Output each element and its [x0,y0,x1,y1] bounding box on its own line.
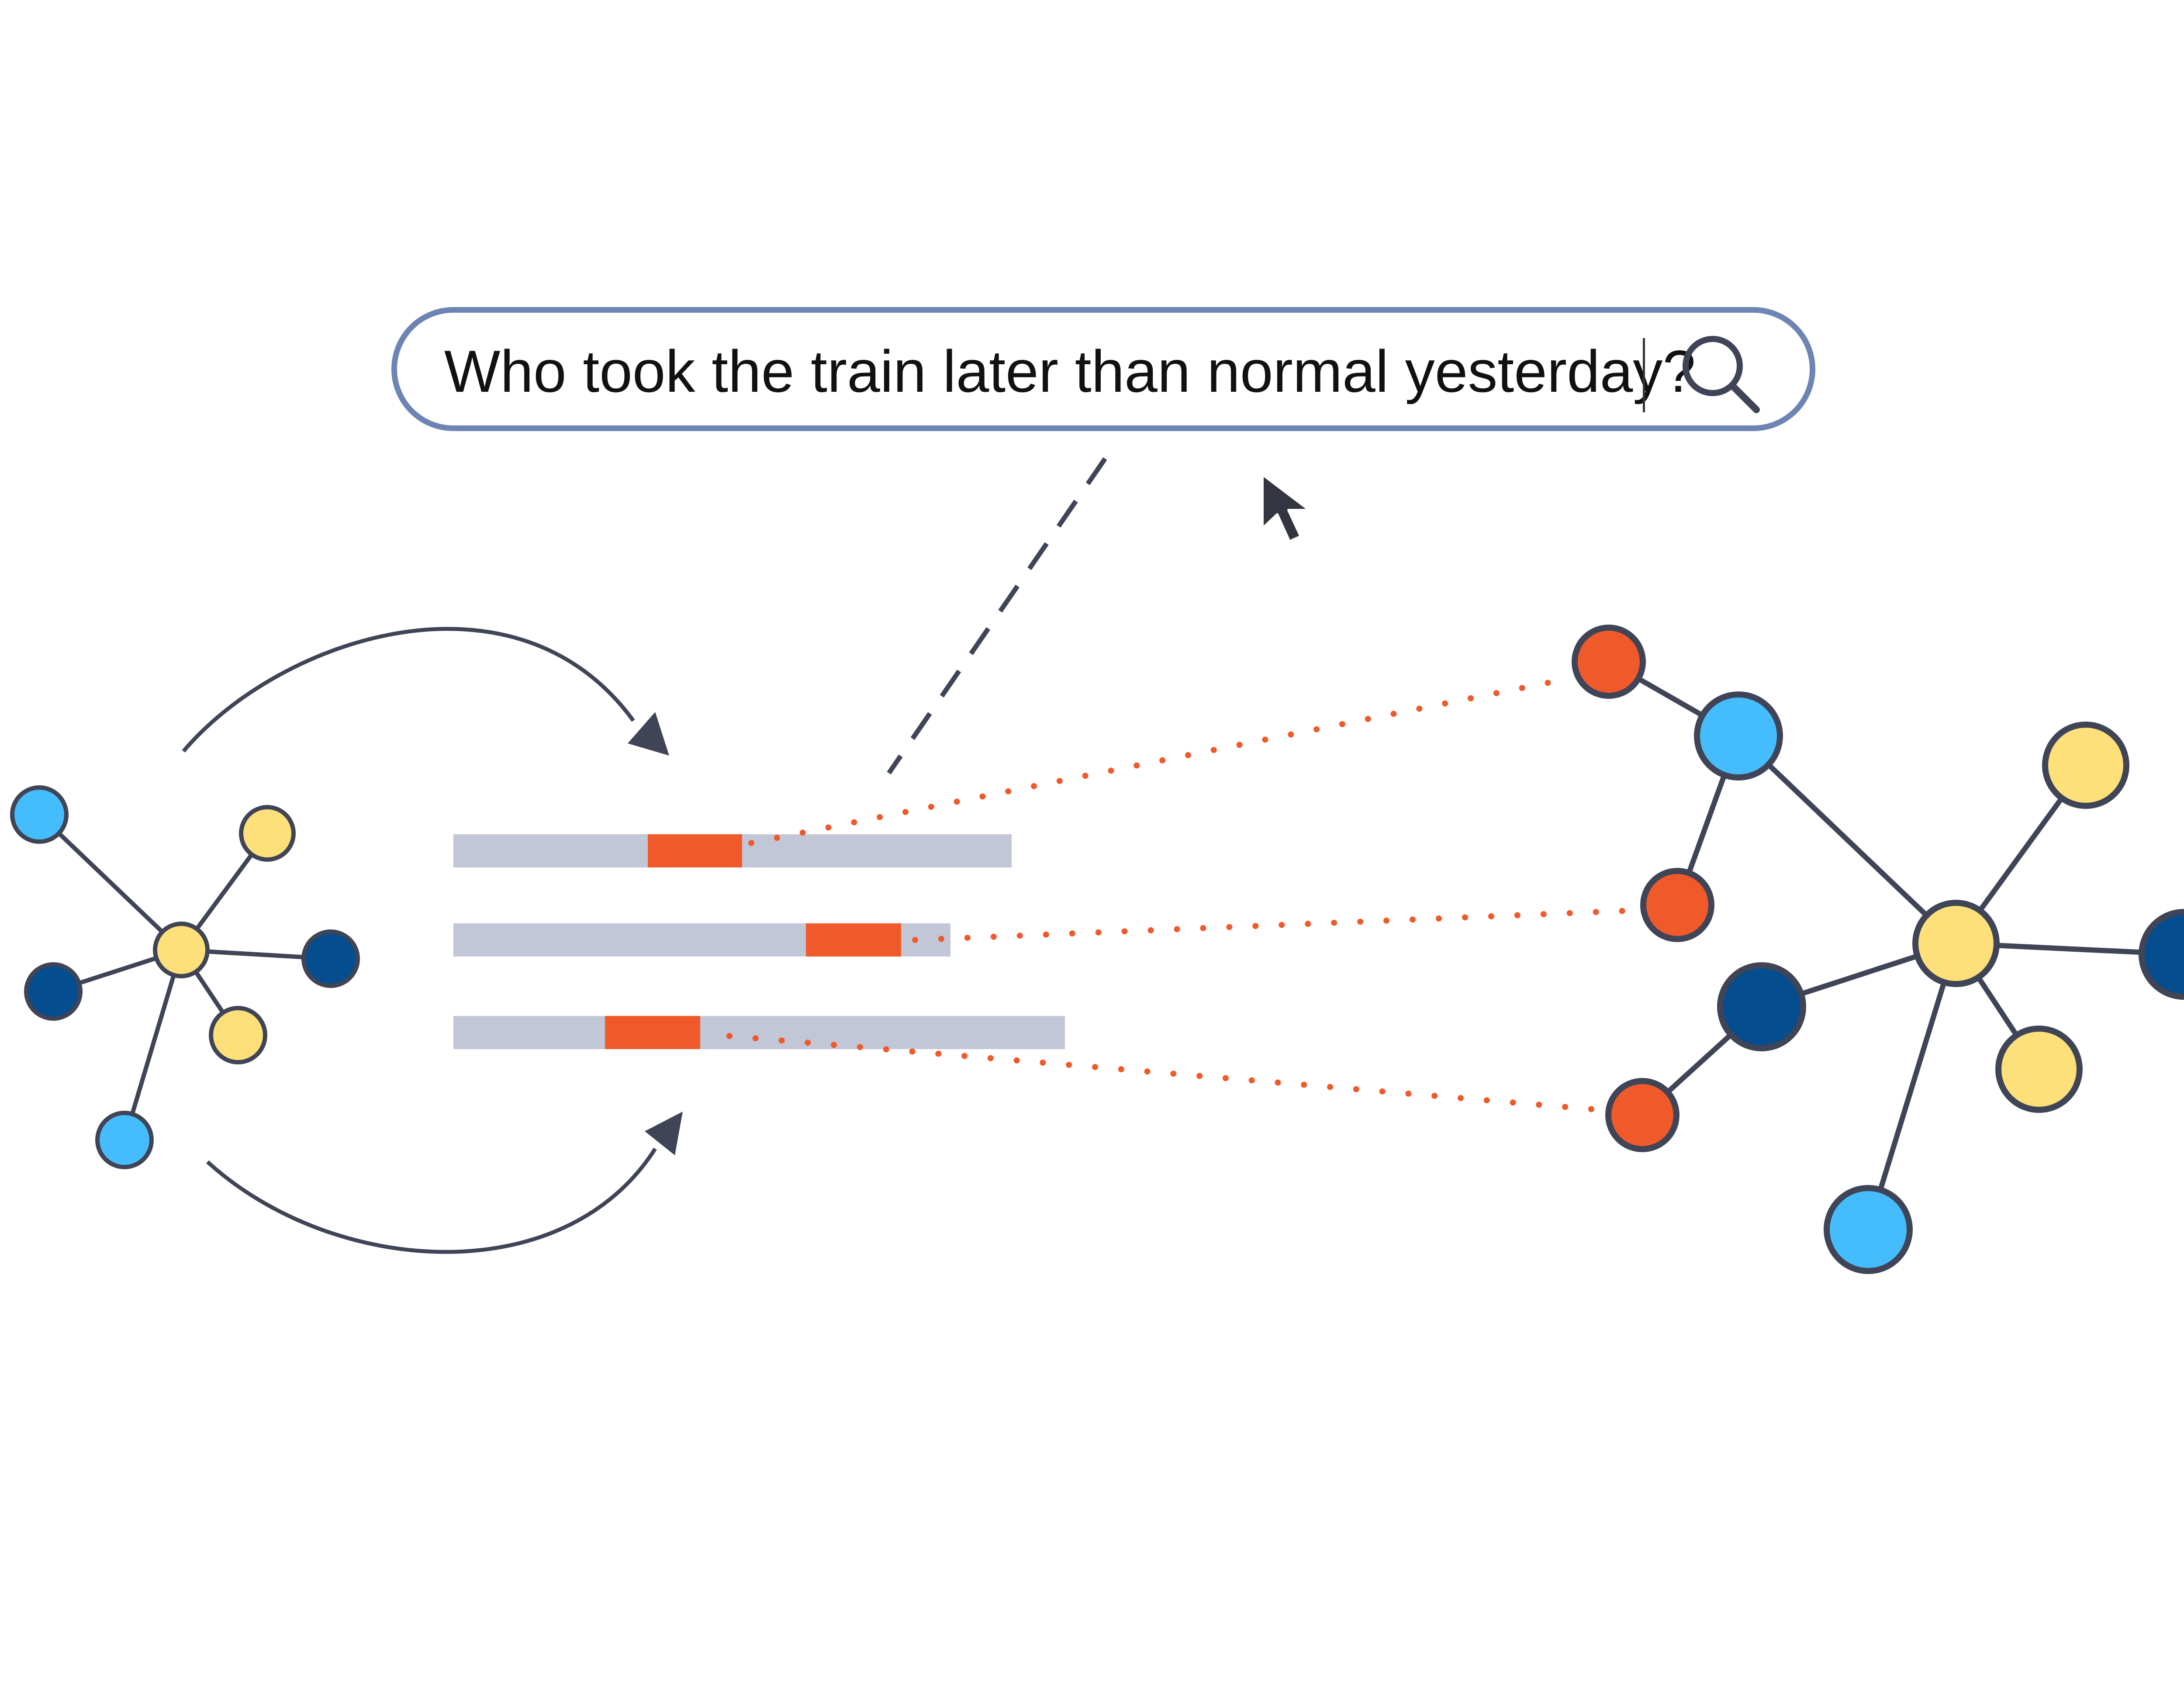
left-network-nodes [10,785,360,1169]
network-node-orange [1640,868,1714,942]
search-bar[interactable]: Who took the train later than normal yes… [391,307,1815,431]
sequence-bar-2-highlight [806,923,901,957]
network-node [2139,909,2184,1000]
sequence-bar-3 [453,1016,1065,1049]
left-network [10,785,360,1169]
network-hub-node [153,922,210,978]
network-hub-node [1912,900,2000,987]
dotted-link-3 [726,1033,1597,1112]
search-input[interactable]: Who took the train later than normal yes… [444,338,1696,404]
right-network [1572,625,2184,1274]
network-node [209,1006,267,1064]
network-node [1824,1185,1913,1274]
network-node [301,929,360,988]
dotted-link-2 [912,908,1632,943]
sequence-bars [453,834,1065,1049]
magnifier-icon[interactable] [1677,330,1764,418]
network-node [2042,722,2129,809]
network-node [239,805,296,862]
network-node [1717,962,1806,1051]
network-node-orange [1572,625,1646,699]
right-network-nodes [1572,625,2184,1274]
dotted-links [726,678,1632,1112]
text-caret [1643,338,1645,412]
network-node [10,785,69,844]
network-node [1995,1026,2083,1113]
sequence-bar-1-highlight [648,834,742,867]
network-node-orange [1605,1078,1679,1152]
sequence-bar-3-highlight [605,1016,700,1049]
dashed-query-link [887,457,1107,775]
mouse-pointer-icon [1261,473,1311,543]
curved-arrow-bottom [206,1112,683,1254]
network-node [24,962,83,1021]
dotted-link-1 [748,678,1558,846]
curved-arrow-top [182,627,669,756]
network-node [1694,691,1783,781]
network-node [95,1111,154,1169]
